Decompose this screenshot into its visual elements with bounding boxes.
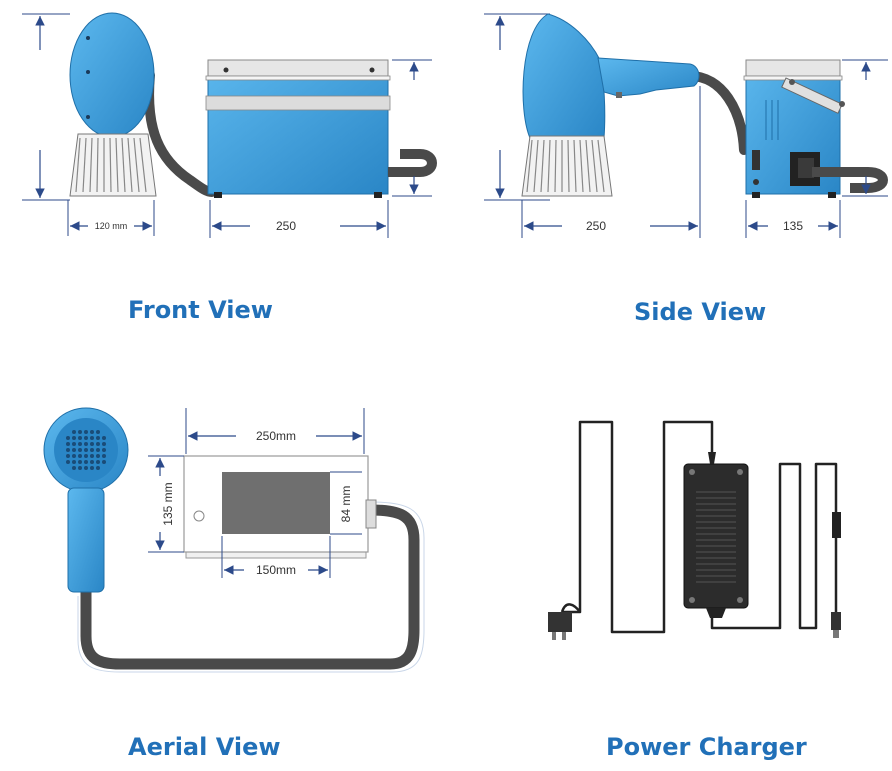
aerial-view-drawing: 250mm 135 mm 84 mm 150mm <box>43 407 425 673</box>
power-charger-drawing <box>548 420 841 640</box>
charger-brick <box>683 463 749 609</box>
front-base-width-label: 250 <box>276 219 296 233</box>
aerial-depth-label: 135 mm <box>161 482 175 525</box>
front-head-width-label: 120 mm <box>95 221 128 231</box>
front-view-caption: Front View <box>128 296 273 324</box>
side-view-drawing: 250 135 <box>484 13 888 238</box>
aerial-width-label: 250mm <box>256 429 296 443</box>
front-view-drawing: 120 mm 250 <box>22 12 437 238</box>
side-depth-label: 135 <box>783 219 803 233</box>
side-view-caption: Side View <box>634 298 767 326</box>
aerial-screen-height-label: 84 mm <box>339 486 353 523</box>
power-charger-caption: Power Charger <box>606 733 807 761</box>
aerial-screen <box>222 472 330 534</box>
aerial-view-caption: Aerial View <box>128 733 281 761</box>
aerial-screen-width-label: 150mm <box>256 563 296 577</box>
side-length-label: 250 <box>586 219 606 233</box>
grille-holes <box>66 430 106 470</box>
